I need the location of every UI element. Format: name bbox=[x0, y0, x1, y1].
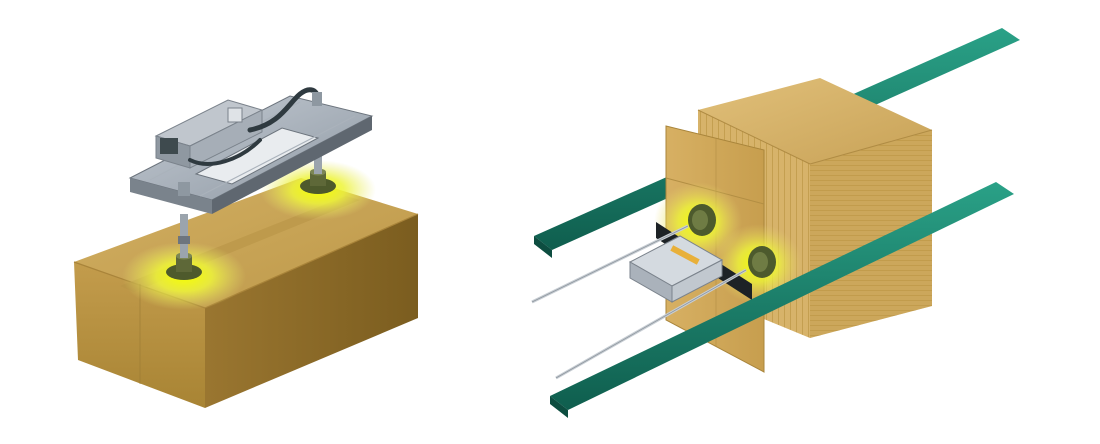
vacuum-generator bbox=[154, 99, 264, 169]
vacuum-cup-left bbox=[166, 214, 202, 280]
cylinder-slot bbox=[670, 245, 700, 265]
carton-side bbox=[205, 214, 418, 408]
vacuum-cup-lower bbox=[748, 246, 776, 278]
guide-rail-front bbox=[550, 182, 1014, 410]
gripper-on-carton-graphic bbox=[73, 87, 419, 408]
hose-fitting bbox=[312, 92, 322, 106]
vacuum-cup-upper bbox=[688, 204, 716, 236]
pneumatic-cylinder bbox=[628, 235, 724, 303]
stack-gripper-illustration bbox=[520, 0, 1100, 444]
carton-box bbox=[73, 178, 419, 408]
stack-gripper-graphic bbox=[531, 28, 1020, 418]
gripper-on-carton-illustration bbox=[73, 87, 419, 408]
generator-connector bbox=[160, 138, 178, 154]
air-hose-left bbox=[188, 138, 262, 166]
